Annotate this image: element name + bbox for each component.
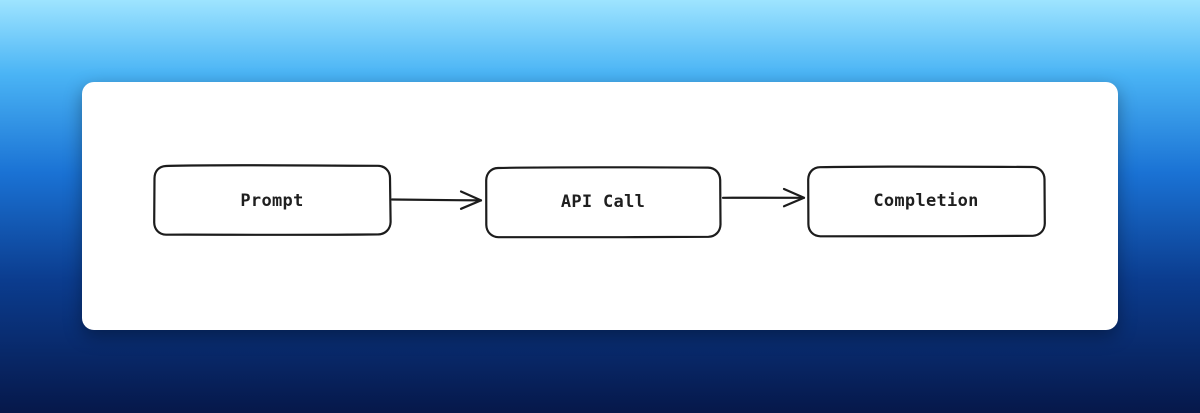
edge-api-call-to-completion	[721, 187, 806, 208]
flow-diagram: Prompt API Call Completion	[153, 164, 1046, 239]
node-completion-label: Completion	[873, 191, 978, 211]
node-api-call: API Call	[485, 166, 722, 239]
node-prompt: Prompt	[153, 164, 392, 236]
node-prompt-box	[153, 164, 392, 236]
node-prompt-label: Prompt	[240, 191, 303, 211]
diagram-card: Prompt API Call Completion	[82, 82, 1118, 330]
node-api-call-label: API Call	[561, 192, 645, 212]
edge-prompt-to-api-call-line	[390, 198, 483, 202]
edge-api-call-to-completion-arrowhead	[782, 187, 806, 208]
node-completion-box	[807, 165, 1046, 238]
node-completion: Completion	[807, 165, 1046, 238]
edge-prompt-to-api-call-arrowhead	[459, 190, 483, 210]
edge-prompt-to-api-call	[390, 190, 483, 210]
node-api-call-box	[485, 166, 722, 239]
